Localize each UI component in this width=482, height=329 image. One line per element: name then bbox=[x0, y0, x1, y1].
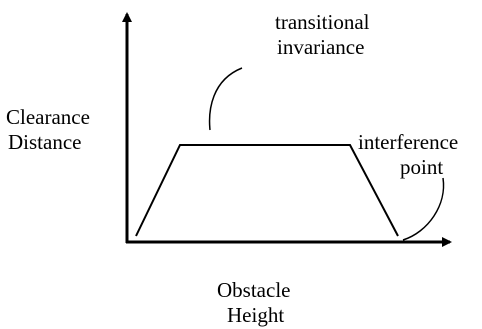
x-axis-label-line1: Obstacle bbox=[217, 278, 290, 302]
interference-point-label-line2: point bbox=[400, 155, 443, 179]
transitional-invariance-label-line1: transitional bbox=[275, 10, 370, 34]
y-axis-label-line2: Distance bbox=[8, 130, 81, 154]
y-axis-label-line1: Clearance bbox=[6, 105, 90, 129]
interference-point-callout-line bbox=[402, 177, 445, 241]
transitional-invariance-callout-line bbox=[208, 67, 243, 131]
interference-point-label-line1: interference bbox=[358, 130, 458, 154]
clearance-profile-line bbox=[135, 144, 399, 237]
x-axis-label-line2: Height bbox=[227, 303, 284, 327]
transitional-invariance-label-line2: invariance bbox=[277, 35, 364, 59]
